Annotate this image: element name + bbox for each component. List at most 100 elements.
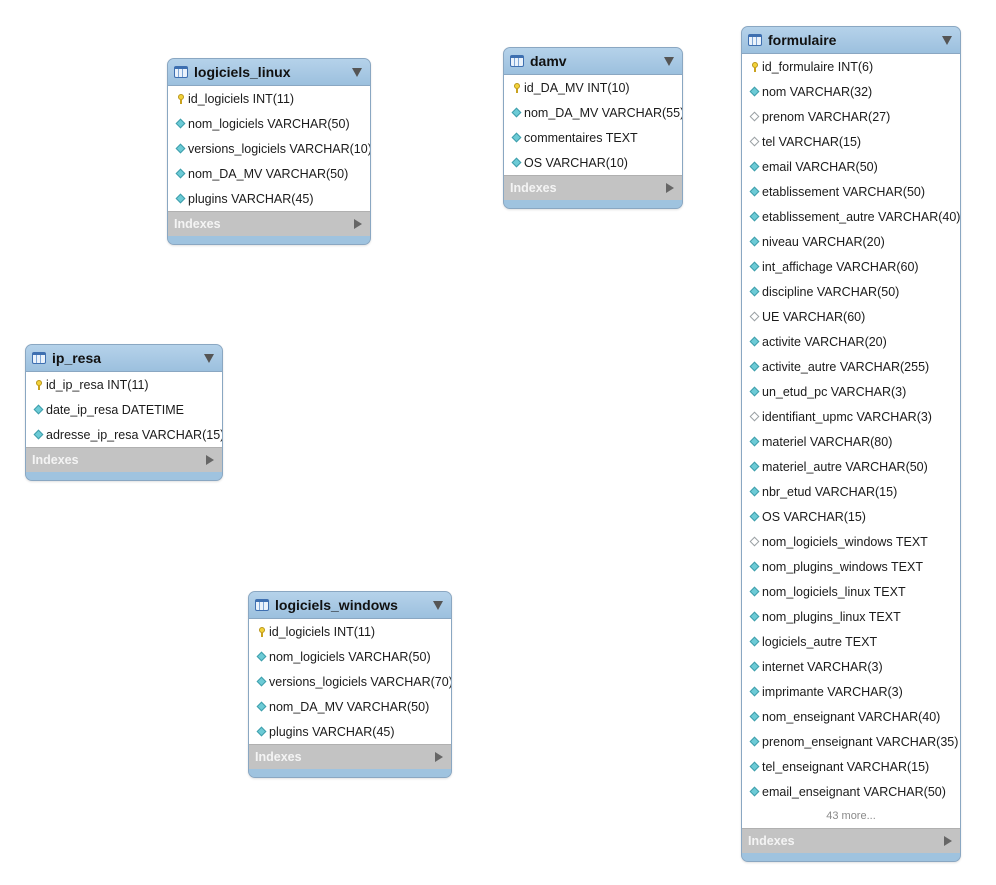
column-row[interactable]: nom_plugins_windows TEXT: [742, 554, 960, 579]
column-row[interactable]: email_enseignant VARCHAR(50): [742, 779, 960, 804]
table-footer: [249, 769, 451, 777]
nullable-column-icon: [749, 411, 760, 422]
indexes-section[interactable]: Indexes: [168, 211, 370, 236]
table-header[interactable]: logiciels_windows: [249, 592, 451, 619]
indexes-section[interactable]: Indexes: [504, 175, 682, 200]
column-icon: [33, 429, 44, 440]
indexes-section[interactable]: Indexes: [26, 447, 222, 472]
indexes-section[interactable]: Indexes: [249, 744, 451, 769]
column-icon: [33, 404, 44, 415]
column-row[interactable]: activite_autre VARCHAR(255): [742, 354, 960, 379]
column-row[interactable]: date_ip_resa DATETIME: [26, 397, 222, 422]
column-row[interactable]: nom_plugins_linux TEXT: [742, 604, 960, 629]
more-columns-link[interactable]: 43 more...: [826, 810, 876, 822]
column-row[interactable]: logiciels_autre TEXT: [742, 629, 960, 654]
column-label: prenom_enseignant VARCHAR(35): [762, 734, 959, 749]
column-row[interactable]: nom_logiciels_linux TEXT: [742, 579, 960, 604]
column-icon: [749, 511, 760, 522]
column-row[interactable]: adresse_ip_resa VARCHAR(15): [26, 422, 222, 447]
table-title: ip_resa: [52, 350, 102, 366]
column-row[interactable]: commentaires TEXT: [504, 125, 682, 150]
column-row[interactable]: plugins VARCHAR(45): [249, 719, 451, 744]
collapse-arrow-icon[interactable]: [433, 600, 443, 610]
column-row[interactable]: prenom VARCHAR(27): [742, 104, 960, 129]
column-row[interactable]: nom_logiciels VARCHAR(50): [249, 644, 451, 669]
collapse-arrow-icon[interactable]: [352, 67, 362, 77]
column-row[interactable]: materiel_autre VARCHAR(50): [742, 454, 960, 479]
collapse-arrow-icon[interactable]: [204, 353, 214, 363]
column-icon: [749, 736, 760, 747]
table-logiciels-windows[interactable]: logiciels_windows id_logiciels INT(11) nom…: [248, 591, 452, 778]
indexes-section[interactable]: Indexes: [742, 828, 960, 853]
column-row[interactable]: activite VARCHAR(20): [742, 329, 960, 354]
column-icon: [749, 761, 760, 772]
column-row[interactable]: materiel VARCHAR(80): [742, 429, 960, 454]
column-row[interactable]: nom_DA_MV VARCHAR(50): [168, 161, 370, 186]
column-row[interactable]: nbr_etud VARCHAR(15): [742, 479, 960, 504]
column-row[interactable]: nom_logiciels_windows TEXT: [742, 529, 960, 554]
column-row[interactable]: niveau VARCHAR(20): [742, 229, 960, 254]
column-row[interactable]: OS VARCHAR(15): [742, 504, 960, 529]
column-row[interactable]: email VARCHAR(50): [742, 154, 960, 179]
indexes-label: Indexes: [174, 217, 221, 231]
table-icon: [510, 55, 524, 67]
table-ip-resa[interactable]: ip_resa id_ip_resa INT(11)date_ip_resa DA…: [25, 344, 223, 481]
column-row[interactable]: imprimante VARCHAR(3): [742, 679, 960, 704]
column-row[interactable]: versions_logiciels VARCHAR(70): [249, 669, 451, 694]
expand-arrow-icon[interactable]: [435, 752, 443, 762]
column-row[interactable]: id_logiciels INT(11): [168, 86, 370, 111]
expand-arrow-icon[interactable]: [944, 836, 952, 846]
column-list: id_logiciels INT(11) nom_logiciels VARCHA…: [168, 86, 370, 211]
column-icon: [749, 686, 760, 697]
column-row[interactable]: etablissement VARCHAR(50): [742, 179, 960, 204]
column-label: versions_logiciels VARCHAR(10): [188, 141, 371, 156]
table-header[interactable]: damv: [504, 48, 682, 75]
column-label: id_logiciels INT(11): [269, 624, 376, 639]
table-header[interactable]: formulaire: [742, 27, 960, 54]
column-row[interactable]: versions_logiciels VARCHAR(10): [168, 136, 370, 161]
column-row[interactable]: nom_DA_MV VARCHAR(50): [249, 694, 451, 719]
expand-arrow-icon[interactable]: [354, 219, 362, 229]
column-row[interactable]: un_etud_pc VARCHAR(3): [742, 379, 960, 404]
column-row[interactable]: id_ip_resa INT(11): [26, 372, 222, 397]
column-icon: [749, 286, 760, 297]
collapse-arrow-icon[interactable]: [942, 35, 952, 45]
expand-arrow-icon[interactable]: [206, 455, 214, 465]
column-row[interactable]: nom_enseignant VARCHAR(40): [742, 704, 960, 729]
column-row[interactable]: id_formulaire INT(6): [742, 54, 960, 79]
column-label: tel_enseignant VARCHAR(15): [762, 759, 930, 774]
column-row[interactable]: plugins VARCHAR(45): [168, 186, 370, 211]
column-label: nom VARCHAR(32): [762, 84, 873, 99]
table-icon: [748, 34, 762, 46]
column-row[interactable]: OS VARCHAR(10): [504, 150, 682, 175]
column-label: etablissement_autre VARCHAR(40): [762, 209, 961, 224]
column-row[interactable]: internet VARCHAR(3): [742, 654, 960, 679]
expand-arrow-icon[interactable]: [666, 183, 674, 193]
column-row[interactable]: tel_enseignant VARCHAR(15): [742, 754, 960, 779]
column-row[interactable]: identifiant_upmc VARCHAR(3): [742, 404, 960, 429]
column-row[interactable]: nom VARCHAR(32): [742, 79, 960, 104]
column-row[interactable]: UE VARCHAR(60): [742, 304, 960, 329]
column-label: email VARCHAR(50): [762, 159, 878, 174]
column-row[interactable]: id_DA_MV INT(10): [504, 75, 682, 100]
column-label: nom_logiciels VARCHAR(50): [188, 116, 350, 131]
column-icon: [749, 636, 760, 647]
column-row[interactable]: int_affichage VARCHAR(60): [742, 254, 960, 279]
column-label: prenom VARCHAR(27): [762, 109, 891, 124]
column-row[interactable]: prenom_enseignant VARCHAR(35): [742, 729, 960, 754]
table-header[interactable]: ip_resa: [26, 345, 222, 372]
column-row[interactable]: nom_logiciels VARCHAR(50): [168, 111, 370, 136]
table-icon: [174, 66, 188, 78]
column-row[interactable]: etablissement_autre VARCHAR(40): [742, 204, 960, 229]
column-row[interactable]: tel VARCHAR(15): [742, 129, 960, 154]
column-row[interactable]: nom_DA_MV VARCHAR(55): [504, 100, 682, 125]
column-row[interactable]: id_logiciels INT(11): [249, 619, 451, 644]
collapse-arrow-icon[interactable]: [664, 56, 674, 66]
column-icon: [749, 711, 760, 722]
table-header[interactable]: logiciels_linux: [168, 59, 370, 86]
column-row[interactable]: discipline VARCHAR(50): [742, 279, 960, 304]
